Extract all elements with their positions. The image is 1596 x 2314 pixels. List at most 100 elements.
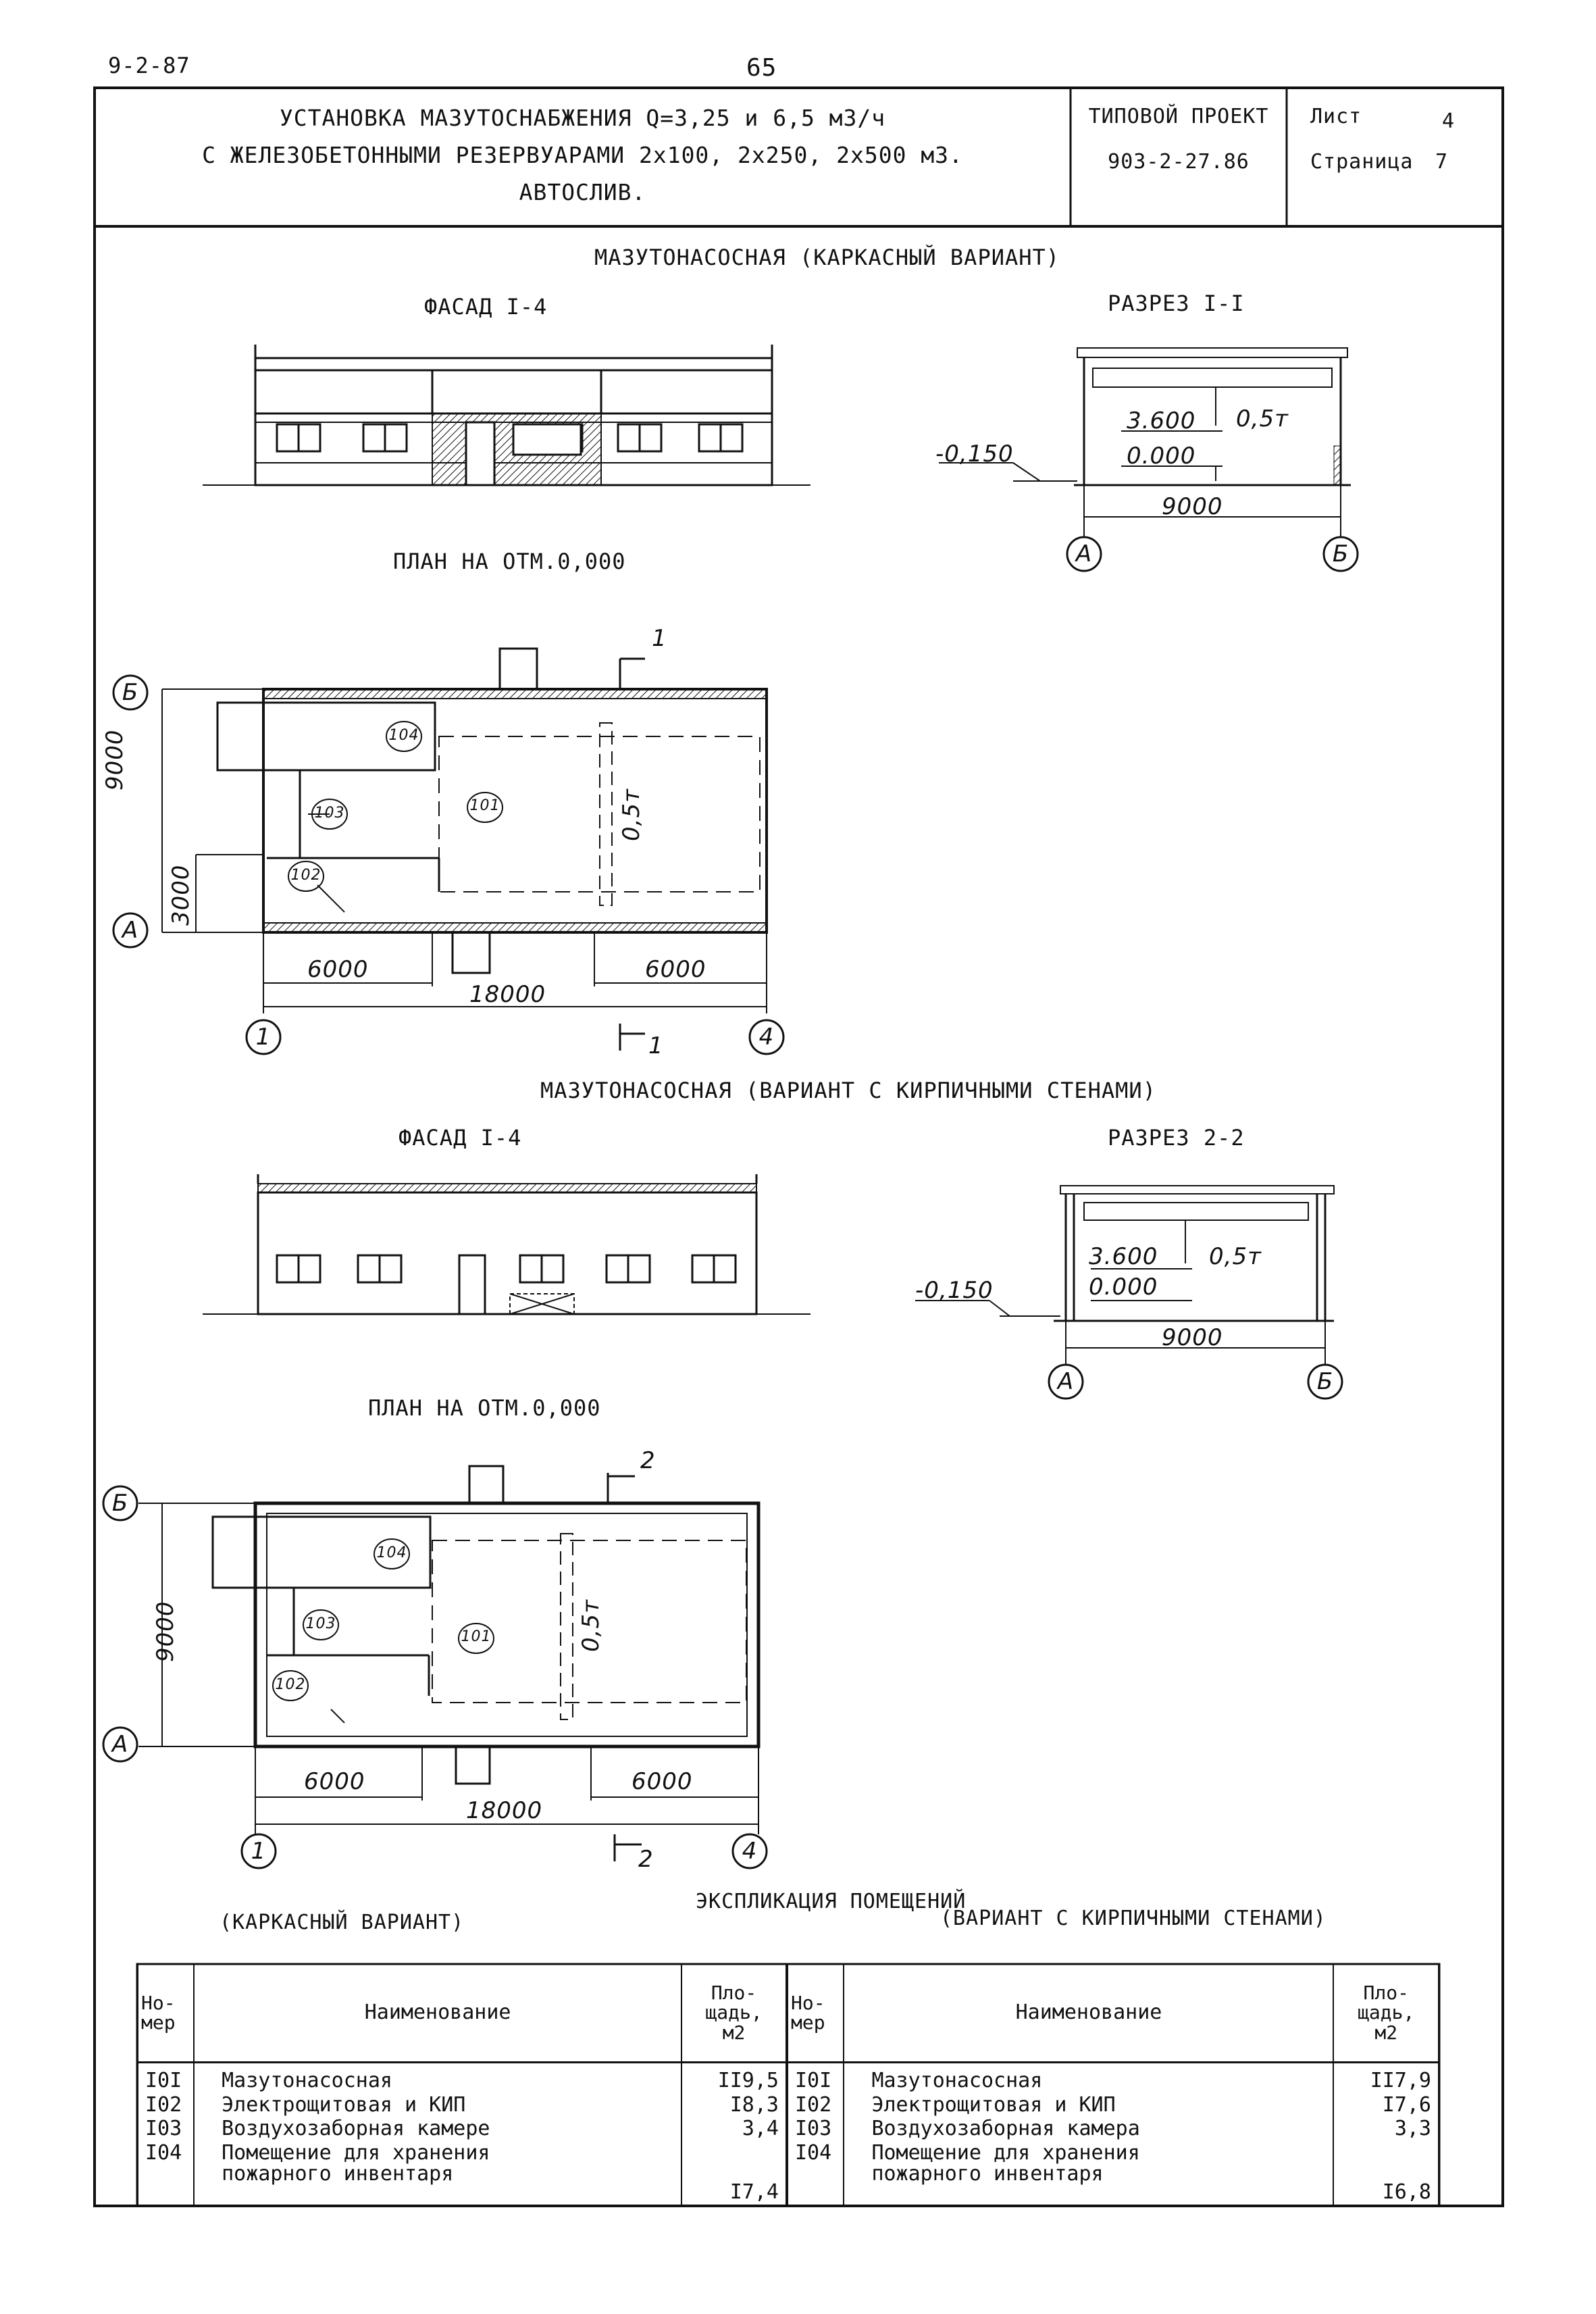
row-num: I04 <box>136 2140 195 2205</box>
row-area: II9,5 <box>681 2062 787 2093</box>
frame-variant-heading: МАЗУТОНАСОСНАЯ (КАРКАСНЫЙ ВАРИАНТ) <box>594 245 1060 270</box>
row-num: I0I <box>786 2062 845 2093</box>
brick-section-title: РАЗРЕЗ 2-2 <box>1108 1125 1245 1151</box>
s2-span: 9000 <box>1162 1324 1223 1351</box>
explication-right-caption: (ВАРИАНТ С КИРПИЧНЫМИ СТЕНАМИ) <box>940 1907 1327 1930</box>
p1-axis-4: 4 <box>758 1024 775 1051</box>
s1-ground: -0,150 <box>935 441 1014 468</box>
table-row: I02 Электрощитовая и КИП I8,3 <box>136 2092 787 2117</box>
project-number: 903-2-27.86 <box>1108 150 1250 174</box>
row-area: I7,6 <box>1333 2092 1439 2117</box>
table-row: I0I Мазутонасосная II9,5 <box>136 2062 787 2093</box>
p2-axis-4: 4 <box>742 1838 758 1865</box>
explication-table-right: Но- мер Наименование Пло- щадь, м2 I0I М… <box>786 1964 1439 2205</box>
p1-cut-top: 1 <box>652 625 667 652</box>
row-num: I04 <box>786 2140 845 2205</box>
col-name-header: Наименование <box>843 1964 1335 2063</box>
row-name: Воздухозаборная камере <box>193 2117 683 2141</box>
p1-cut-bottom: 1 <box>648 1032 664 1059</box>
table-row: I04 Помещение для хранения пожарного инв… <box>136 2140 787 2205</box>
s1-axis-b: Б <box>1332 540 1349 568</box>
row-num: I03 <box>786 2117 845 2141</box>
p2-room-103: 103 <box>305 1615 336 1632</box>
sheet-label: Лист <box>1310 105 1362 128</box>
p2-cut-top: 2 <box>640 1447 656 1474</box>
row-num: I02 <box>786 2092 845 2117</box>
s1-height: 3.600 <box>1127 407 1196 434</box>
s2-zero: 0.000 <box>1089 1274 1158 1301</box>
s2-crane: 0,5т <box>1209 1243 1262 1270</box>
col-area-header: Пло- щадь, м2 <box>681 1964 787 2063</box>
col-name-header: Наименование <box>193 1964 683 2063</box>
row-name: Помещение для хранения пожарного инвента… <box>843 2140 1335 2205</box>
explication-left-caption: (КАРКАСНЫЙ ВАРИАНТ) <box>220 1911 465 1934</box>
table-row: I04 Помещение для хранения пожарного инв… <box>786 2140 1439 2205</box>
page-value: 7 <box>1435 150 1449 174</box>
p1-right: 6000 <box>645 956 706 983</box>
p1-room-104: 104 <box>388 727 419 744</box>
explication-table-left: Но- мер Наименование Пло- щадь, м2 I0I М… <box>136 1964 787 2205</box>
section-1-1 <box>939 347 1359 572</box>
p2-axis-a: А <box>111 1731 129 1758</box>
row-area: II7,9 <box>1333 2062 1439 2093</box>
col-number-header: Но- мер <box>136 1964 195 2063</box>
p2-left: 6000 <box>304 1768 365 1795</box>
project-label: ТИПОВОЙ ПРОЕКТ <box>1088 105 1269 128</box>
s1-axis-a: А <box>1075 540 1093 568</box>
facade-frame-variant <box>203 345 810 486</box>
p1-crane: 0,5т <box>618 788 645 841</box>
s1-span: 9000 <box>1162 493 1223 520</box>
p1-axis-b: Б <box>122 679 139 706</box>
col-number-header: Но- мер <box>786 1964 845 2063</box>
brick-plan-title: ПЛАН НА ОТМ.0,000 <box>368 1395 601 1421</box>
p1-width: 9000 <box>101 729 128 790</box>
sheet-number: 4 <box>1442 109 1456 133</box>
sheet-frame <box>93 86 1504 2207</box>
brick-facade-title: ФАСАД I-4 <box>398 1125 522 1151</box>
p2-right: 6000 <box>632 1768 693 1795</box>
row-name: Воздухозаборная камера <box>843 2117 1335 2141</box>
s2-axis-a: А <box>1057 1368 1075 1395</box>
p2-cut-bottom: 2 <box>638 1846 654 1873</box>
title-line-3: АВТОСЛИВ. <box>519 179 646 205</box>
explication-title: ЭКСПЛИКАЦИЯ ПОМЕЩЕНИЙ <box>696 1890 967 1913</box>
p2-room-101: 101 <box>461 1628 492 1645</box>
s2-axis-b: Б <box>1316 1368 1334 1395</box>
plan-brick-variant <box>102 1465 768 1869</box>
section-2-2 <box>915 1185 1343 1400</box>
p1-total: 18000 <box>469 981 546 1008</box>
p1-room102: 3000 <box>168 864 195 926</box>
row-name: Электрощитовая и КИП <box>843 2092 1335 2117</box>
doc-code: 9-2-87 <box>108 53 190 78</box>
table-row: I02 Электрощитовая и КИП I7,6 <box>786 2092 1439 2117</box>
row-name: Электрощитовая и КИП <box>193 2092 683 2117</box>
p1-room-101: 101 <box>469 797 500 814</box>
p1-left: 6000 <box>307 956 369 983</box>
title-line-2: С ЖЕЛЕЗОБЕТОННЫМИ РЕЗЕРВУАРАМИ 2х100, 2х… <box>202 142 963 168</box>
frame-section-title: РАЗРЕЗ I-I <box>1108 291 1245 316</box>
table-row: I03 Воздухозаборная камере 3,4 <box>136 2117 787 2141</box>
facade-brick-variant <box>203 1174 810 1315</box>
p2-axis-1: 1 <box>251 1838 267 1865</box>
table-row: I03 Воздухозаборная камера 3,3 <box>786 2117 1439 2141</box>
row-name: Мазутонасосная <box>193 2062 683 2093</box>
p2-room-104: 104 <box>376 1544 407 1561</box>
p1-axis-1: 1 <box>255 1024 272 1051</box>
p1-axis-a: А <box>122 917 139 944</box>
row-area: I8,3 <box>681 2092 787 2117</box>
row-name: Помещение для хранения пожарного инвента… <box>193 2140 683 2205</box>
row-area: I6,8 <box>1333 2140 1439 2205</box>
row-num: I02 <box>136 2092 195 2117</box>
brick-variant-heading: МАЗУТОНАСОСНАЯ (ВАРИАНТ С КИРПИЧНЫМИ СТЕ… <box>540 1078 1156 1103</box>
page-label: Страница <box>1310 150 1414 174</box>
frame-facade-title: ФАСАД I-4 <box>424 294 548 320</box>
p1-room-102: 102 <box>290 867 321 884</box>
p2-crane: 0,5т <box>577 1599 604 1652</box>
s2-height: 3.600 <box>1089 1243 1158 1270</box>
table-row: I0I Мазутонасосная II7,9 <box>786 2062 1439 2093</box>
row-area: 3,4 <box>681 2117 787 2141</box>
p2-axis-b: Б <box>111 1490 129 1517</box>
plan-frame-variant <box>112 647 785 1055</box>
frame-plan-title: ПЛАН НА ОТМ.0,000 <box>393 549 626 574</box>
